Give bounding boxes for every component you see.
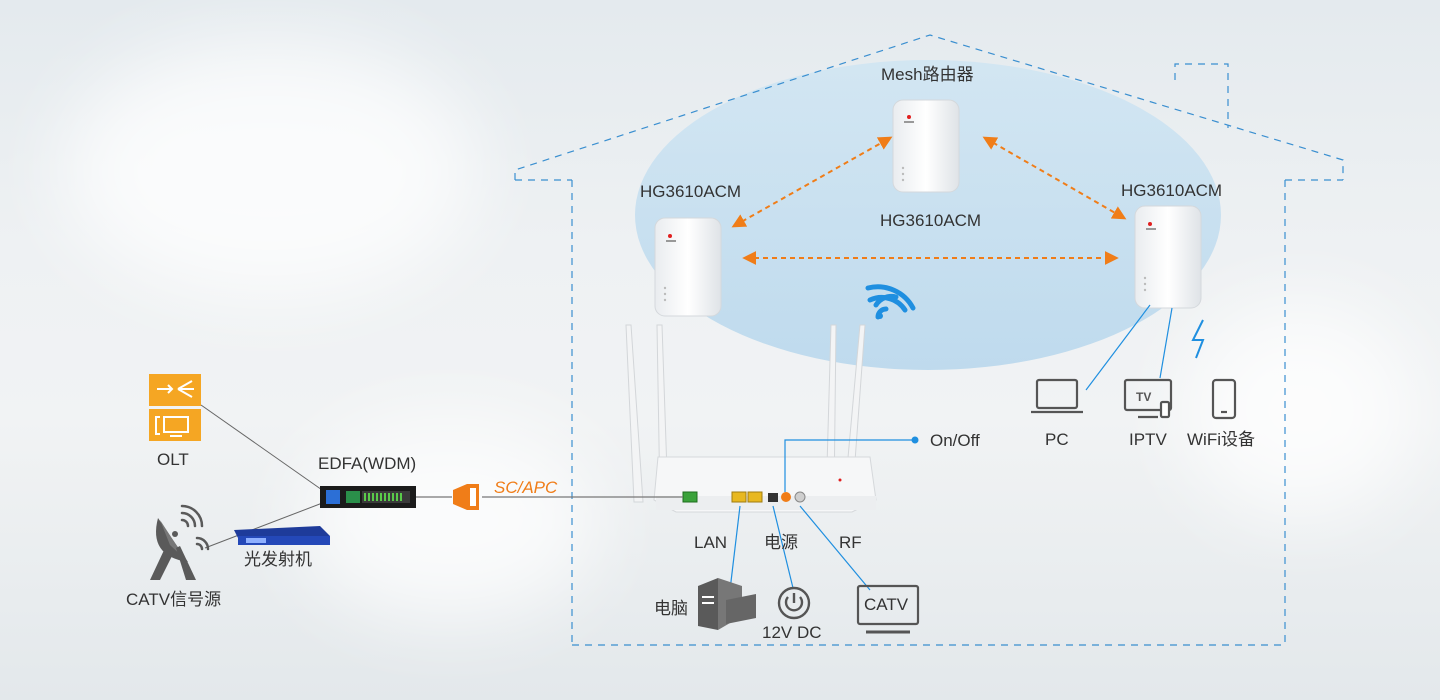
edfa-device bbox=[320, 486, 416, 508]
phone-icon bbox=[1211, 378, 1237, 420]
main-router bbox=[653, 456, 877, 513]
pc-label: PC bbox=[1045, 430, 1069, 449]
catv-source-label: CATV信号源 bbox=[126, 590, 222, 609]
olt-icon bbox=[149, 374, 201, 441]
mesh-router-right bbox=[1134, 205, 1202, 309]
mesh-links bbox=[731, 136, 1127, 265]
on-off-label: On/Off bbox=[930, 431, 980, 450]
desktop-computer-icon bbox=[698, 578, 756, 630]
transmitter-label: 光发射机 bbox=[244, 550, 312, 569]
mesh-router-title: Mesh路由器 bbox=[881, 65, 974, 84]
edfa-label: EDFA(WDM) bbox=[318, 454, 417, 473]
catv-tv-icon bbox=[856, 584, 920, 634]
house-outline bbox=[514, 34, 1344, 646]
node-center-label: HG3610ACM bbox=[880, 211, 982, 230]
computer-label: 电脑 bbox=[654, 599, 688, 618]
tv-icon bbox=[1123, 378, 1173, 419]
wifi-device-label: WiFi设备 bbox=[1187, 430, 1255, 449]
node-left-label: HG3610ACM bbox=[640, 182, 742, 201]
tv-icon-text: TV bbox=[1136, 390, 1151, 404]
wifi-icon bbox=[865, 284, 916, 320]
dc-label: 12V DC bbox=[762, 623, 822, 642]
lan-label: LAN bbox=[694, 533, 728, 552]
catv-tv-label: CATV bbox=[864, 595, 909, 614]
mesh-link-left-center bbox=[731, 136, 893, 228]
mesh-router-center bbox=[892, 99, 960, 193]
sc-apc-label: SC/APC bbox=[494, 478, 558, 497]
power-icon bbox=[777, 586, 811, 620]
iptv-label: IPTV bbox=[1129, 430, 1167, 449]
sc-apc-connector bbox=[453, 484, 479, 510]
satellite-dish-icon bbox=[150, 518, 196, 580]
node-right-label: HG3610ACM bbox=[1121, 181, 1223, 200]
dish-signal-icon bbox=[180, 504, 210, 551]
lightning-icon bbox=[1191, 319, 1205, 359]
rf-label: RF bbox=[839, 533, 862, 552]
transmitter-device bbox=[234, 526, 330, 545]
power-label: 电源 bbox=[764, 533, 798, 552]
olt-label: OLT bbox=[157, 450, 189, 469]
laptop-icon bbox=[1031, 378, 1083, 414]
mesh-router-left bbox=[654, 217, 722, 317]
